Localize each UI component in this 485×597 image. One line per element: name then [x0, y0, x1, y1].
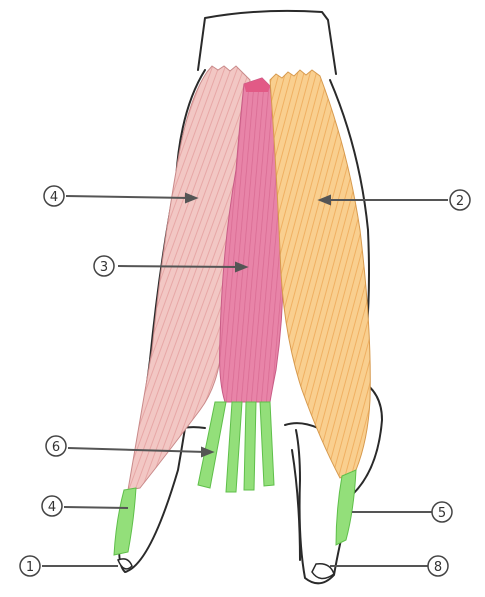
- left-hoof-tip: [118, 559, 132, 569]
- label-4-bottom: 4: [42, 496, 62, 516]
- tendon-6-strand-3: [244, 402, 256, 490]
- label-8-text: 8: [434, 560, 442, 575]
- upper-bone-outline: [198, 11, 336, 74]
- label-2: 2: [450, 190, 470, 210]
- label-3: 3: [94, 256, 114, 276]
- tendon-5: [336, 470, 356, 545]
- tendon-4-bottom: [114, 488, 136, 555]
- label-4-top: 4: [44, 186, 64, 206]
- tendon-6-strand-4: [260, 402, 274, 486]
- tendon-6-strand-2: [226, 402, 242, 492]
- muscle-2-orange: [270, 70, 370, 478]
- label-3-text: 3: [100, 260, 108, 275]
- tendon-6-strand-1: [198, 402, 226, 488]
- wrist-crease-right: [285, 423, 318, 428]
- label-6: 6: [46, 436, 66, 456]
- label-8: 8: [428, 556, 448, 576]
- leader-3: [118, 266, 240, 267]
- label-4-bottom-text: 4: [48, 500, 56, 515]
- label-4-top-text: 4: [50, 190, 58, 205]
- label-5-text: 5: [438, 506, 446, 521]
- label-5: 5: [432, 502, 452, 522]
- label-1-text: 1: [26, 560, 34, 575]
- label-1: 1: [20, 556, 40, 576]
- label-6-text: 6: [52, 440, 60, 455]
- label-2-text: 2: [456, 194, 464, 209]
- leader-4-bottom: [64, 507, 128, 508]
